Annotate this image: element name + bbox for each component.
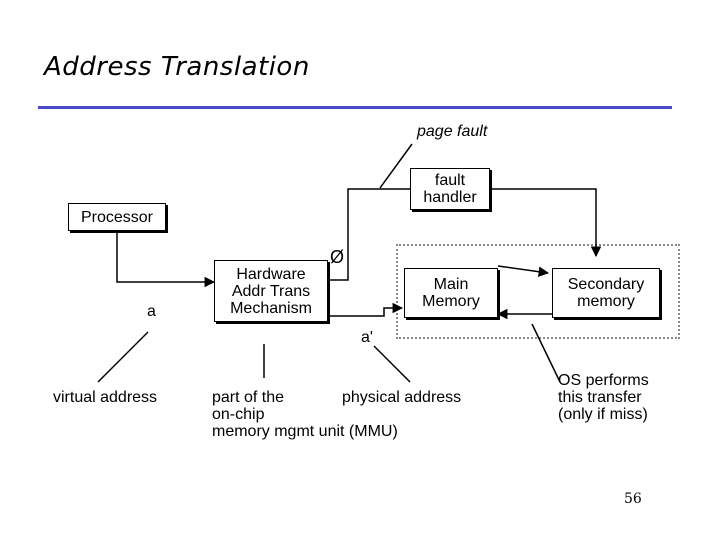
page-fault-label: page fault [417, 123, 488, 140]
os-performs-label: OS performs this transfer (only if miss) [558, 372, 649, 423]
memory-to-secondary-arrow [497, 265, 550, 277]
virtual-address-pointer [97, 331, 149, 383]
page-fault-pointer [379, 143, 413, 189]
physical-address-label: physical address [342, 389, 462, 406]
handler-to-secondary-arrow [490, 188, 602, 258]
main-memory-box: Main Memory [404, 268, 498, 318]
processor-to-hardware-arrow [116, 232, 216, 288]
hardware-box: Hardware Addr Trans Mechanism [214, 260, 328, 322]
fault-handler-label: fault handler [423, 172, 477, 206]
os-pointer [531, 323, 561, 383]
processor-box: Processor [68, 203, 166, 231]
processor-label: Processor [80, 208, 154, 226]
main-memory-label: Main Memory [422, 276, 480, 310]
hardware-to-memory-arrow [328, 302, 404, 317]
virtual-address-label: virtual address [53, 389, 158, 406]
a-prime-label: a' [361, 329, 373, 346]
physical-address-pointer [373, 345, 411, 383]
hardware-to-memory-line [328, 188, 410, 281]
hardware-label: Hardware Addr Trans Mechanism [230, 265, 312, 317]
secondary-memory-box: Secondary memory [552, 268, 660, 318]
slide-title: Address Translation [44, 52, 310, 82]
fault-handler-box: fault handler [410, 168, 490, 210]
title-underline [38, 106, 672, 109]
mmu-label: part of the on-chip memory mgmt unit (MM… [212, 389, 398, 440]
page-number: 56 [624, 491, 642, 507]
secondary-memory-label: Secondary memory [567, 276, 645, 310]
empty-set-label: Ø [330, 247, 345, 267]
a-label: a [147, 303, 156, 320]
